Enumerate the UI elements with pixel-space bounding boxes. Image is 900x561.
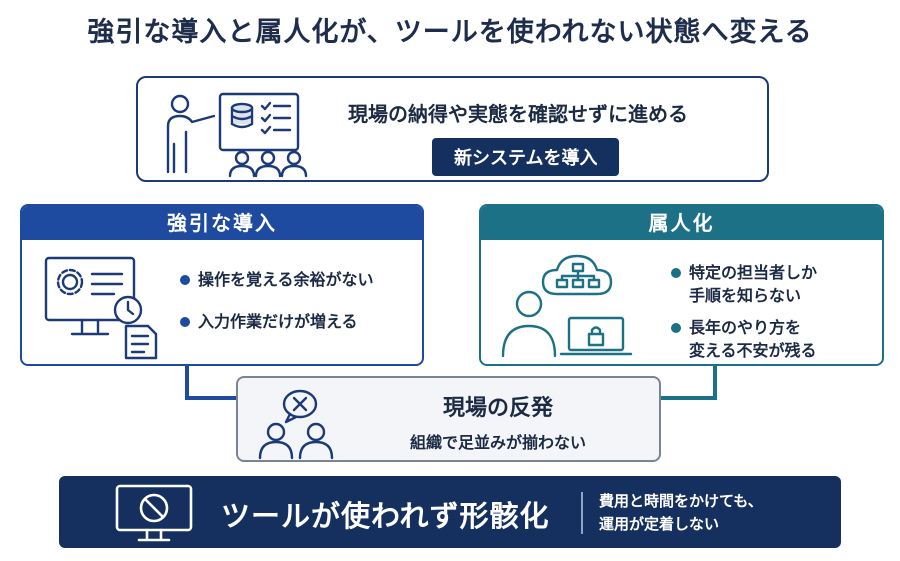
outcome-note-line2: 運用が定着しない [599,515,720,533]
people-speech-x-icon [258,389,334,460]
top-box: 現場の納得や実態を確認せずに進める 新システムを導入 [136,76,769,182]
backlash-subtitle: 組織で足並みが揃わない [409,433,586,452]
outcome-title: ツールが使われず形骸化 [221,499,550,533]
personalization-heading: 属人化 [481,206,882,240]
bullet-no-time-to-learn: 操作を覚える余裕がない [178,268,374,291]
banner-divider [581,492,583,534]
forced-introduction-heading: 強引な導入 [22,206,422,240]
forced-introduction-panel: 強引な導入 操作を覚える余裕がない 入力作業だけが増える [20,204,424,366]
bullet-anxiety-change: 長年のやり方を 変える不安が残る [669,316,817,362]
bullet-only-specific-staff: 特定の担当者しか 手順を知らない [669,261,817,307]
outcome-note: 費用と時間をかけても、 運用が定着しない [599,490,763,536]
monitor-gear-icon [44,256,158,360]
backlash-title: 現場の反発 [442,396,553,421]
outcome-note-line1: 費用と時間をかけても、 [599,492,763,510]
outcome-banner: ツールが使われず形骸化 費用と時間をかけても、 運用が定着しない [59,476,841,548]
new-system-badge: 新システムを導入 [432,138,620,176]
page-title: 強引な導入と属人化が、ツールを使われない状態へ変える [87,17,813,48]
personalization-panel: 属人化 特定の担当者しか 手順を知らない 長年のやり方を 変える不安が残る [479,204,884,366]
person-cloud-laptop-icon [501,254,633,358]
monitor-prohibited-icon [115,484,193,542]
presenter-icon [166,92,308,178]
field-backlash-box: 現場の反発 組織で足並みが揃わない [236,376,661,462]
top-description: 現場の納得や実態を確認せずに進める [348,102,688,126]
bullet-more-input-work: 入力作業だけが増える [178,310,374,333]
